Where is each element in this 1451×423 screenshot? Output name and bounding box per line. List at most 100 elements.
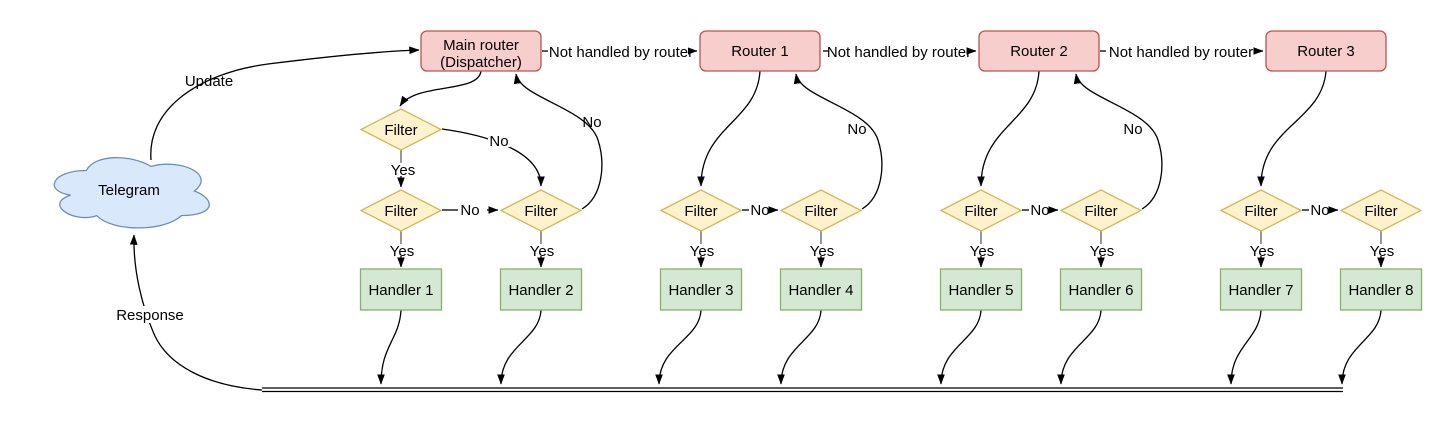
filter-diamond bbox=[359, 189, 443, 232]
edge-handler5-drop bbox=[937, 310, 982, 385]
node-filter-main-top: Filter bbox=[359, 108, 443, 151]
node-handler-1: Handler 1 bbox=[359, 268, 443, 311]
edge-no-return-main bbox=[513, 73, 603, 210]
label-no: No bbox=[1030, 202, 1049, 219]
filter-diamond bbox=[359, 108, 443, 151]
handler-box bbox=[359, 268, 443, 311]
label-bg bbox=[112, 306, 190, 323]
handler-box bbox=[939, 268, 1023, 311]
router1-box bbox=[699, 30, 821, 72]
label-yes: Yes bbox=[690, 243, 714, 260]
filter-label: Filter bbox=[804, 203, 837, 220]
label-not-handled-1: Not handled by router bbox=[549, 44, 693, 61]
node-handler-3: Handler 3 bbox=[659, 268, 743, 311]
label-yes: Yes bbox=[970, 243, 994, 260]
label-bg bbox=[1110, 44, 1247, 59]
router3-label: Router 3 bbox=[1297, 43, 1355, 60]
cloud-shape bbox=[53, 156, 210, 229]
main-router-box bbox=[420, 30, 542, 72]
edge-handler7-drop bbox=[1227, 310, 1262, 385]
edge-handler4-drop bbox=[777, 310, 822, 385]
cloud-label: Telegram bbox=[98, 182, 160, 199]
node-router-3: Router 3 bbox=[1265, 30, 1387, 72]
label-yes: Yes bbox=[810, 243, 834, 260]
edge-no-return-r1 bbox=[793, 73, 883, 210]
filter-diamond bbox=[1339, 189, 1423, 232]
filter-label: Filter bbox=[1084, 203, 1117, 220]
node-handler-4: Handler 4 bbox=[779, 268, 863, 311]
handler-label: Handler 2 bbox=[508, 282, 573, 299]
label-yes: Yes bbox=[530, 243, 554, 260]
node-filter-r1-right: Filter bbox=[779, 189, 863, 232]
filter-label: Filter bbox=[964, 203, 997, 220]
filter-diamond bbox=[1219, 189, 1303, 232]
node-handler-5: Handler 5 bbox=[939, 268, 1023, 311]
label-no: No bbox=[489, 133, 508, 150]
edge-handler2-drop bbox=[497, 310, 542, 385]
handler-label: Handler 8 bbox=[1348, 282, 1413, 299]
label-yes: Yes bbox=[1370, 243, 1394, 260]
node-filter-r3-right: Filter bbox=[1339, 189, 1423, 232]
edge-router3-to-filter bbox=[1257, 70, 1327, 187]
router1-label: Router 1 bbox=[731, 43, 789, 60]
edge-labels: Update Response Not handled by router No… bbox=[112, 44, 1394, 324]
edges bbox=[129, 46, 1385, 393]
filter-label: Filter bbox=[384, 203, 417, 220]
label-not-handled-3: Not handled by router bbox=[1109, 44, 1253, 61]
filter-diamond bbox=[1059, 189, 1143, 232]
handler-label: Handler 4 bbox=[788, 282, 853, 299]
node-router-1: Router 1 bbox=[699, 30, 821, 72]
label-no: No bbox=[1310, 202, 1329, 219]
label-yes: Yes bbox=[1250, 243, 1274, 260]
handler-box bbox=[659, 268, 743, 311]
handler-box bbox=[1219, 268, 1303, 311]
edge-handler1-drop bbox=[377, 310, 402, 385]
label-bg bbox=[829, 44, 966, 59]
handler-label: Handler 5 bbox=[948, 282, 1013, 299]
filter-diamond bbox=[939, 189, 1023, 232]
node-handler-2: Handler 2 bbox=[499, 268, 583, 311]
node-filter-r3-left: Filter bbox=[1219, 189, 1303, 232]
node-handler-6: Handler 6 bbox=[1059, 268, 1143, 311]
edge-handler3-drop bbox=[655, 310, 702, 385]
label-update: Update bbox=[185, 73, 233, 90]
label-no: No bbox=[847, 121, 866, 138]
filter-label: Filter bbox=[524, 203, 557, 220]
label-response: Response bbox=[116, 307, 184, 324]
edge-handler8-drop bbox=[1338, 310, 1382, 385]
main-router-label-line1: Main router bbox=[443, 37, 519, 54]
edge-no-return-r2 bbox=[1073, 73, 1163, 210]
handler-label: Handler 1 bbox=[368, 282, 433, 299]
label-no: No bbox=[582, 114, 601, 131]
node-filter-r2-left: Filter bbox=[939, 189, 1023, 232]
router3-box bbox=[1265, 30, 1387, 72]
handler-box bbox=[1059, 268, 1143, 311]
edge-response bbox=[129, 234, 263, 391]
label-bg bbox=[549, 44, 688, 59]
node-router-2: Router 2 bbox=[978, 30, 1100, 72]
handler-box bbox=[499, 268, 583, 311]
edge-router2-to-filter bbox=[977, 70, 1040, 187]
label-no: No bbox=[460, 202, 479, 219]
router2-box bbox=[978, 30, 1100, 72]
edge-handler6-drop bbox=[1057, 310, 1102, 385]
label-not-handled-2: Not handled by router bbox=[827, 44, 971, 61]
router2-label: Router 2 bbox=[1010, 43, 1068, 60]
handler-label: Handler 3 bbox=[668, 282, 733, 299]
node-filter-r1-left: Filter bbox=[659, 189, 743, 232]
handler-label: Handler 6 bbox=[1068, 282, 1133, 299]
node-main-router: Main router (Dispatcher) bbox=[420, 30, 542, 72]
node-handler-7: Handler 7 bbox=[1219, 268, 1303, 311]
edge-update bbox=[150, 46, 420, 161]
label-yes: Yes bbox=[390, 243, 414, 260]
filter-label: Filter bbox=[384, 122, 417, 139]
label-yes: Yes bbox=[1090, 243, 1114, 260]
nodes: Telegram Main router (Dispatcher) Router… bbox=[53, 30, 1423, 311]
edge-router1-to-filter bbox=[697, 70, 761, 187]
node-handler-8: Handler 8 bbox=[1339, 268, 1423, 311]
handler-box bbox=[779, 268, 863, 311]
handler-label: Handler 7 bbox=[1228, 282, 1293, 299]
label-yes: Yes bbox=[391, 162, 415, 179]
